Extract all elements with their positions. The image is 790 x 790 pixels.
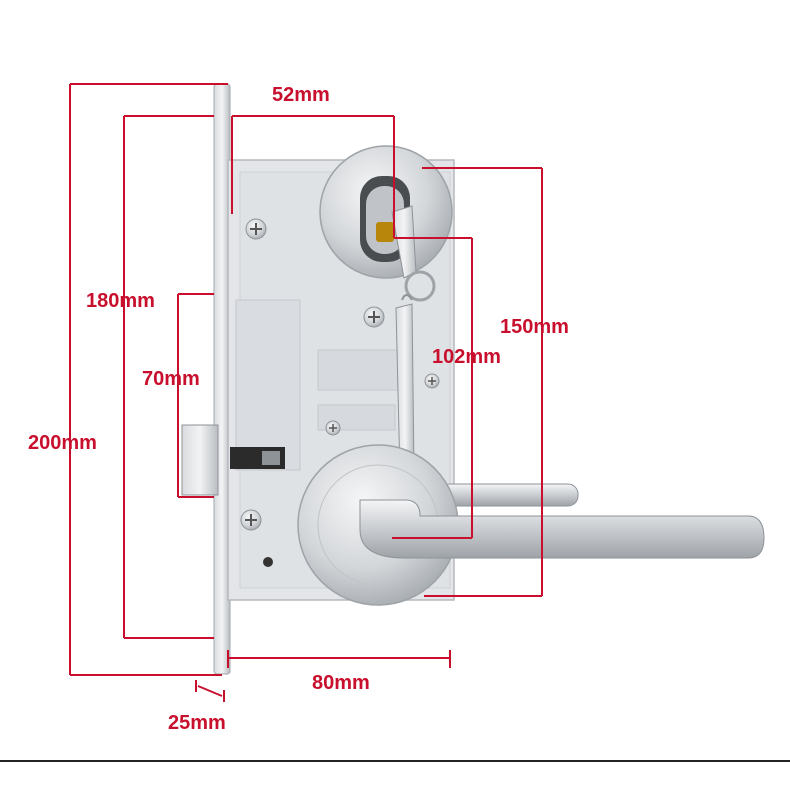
front-lever <box>359 499 765 559</box>
dimension-25 <box>195 680 225 702</box>
dimension-label-180: 180mm <box>86 290 155 312</box>
dimension-70 <box>177 293 214 498</box>
screw-icon <box>245 218 267 240</box>
dimension-label-200: 200mm <box>28 432 97 454</box>
screw-icon <box>424 373 440 389</box>
brass-insert <box>376 222 394 242</box>
deadbolt-pin <box>262 451 280 465</box>
dimension-label-102: 102mm <box>432 346 501 368</box>
dimension-label-25: 25mm <box>168 712 226 734</box>
screw-icon <box>363 306 385 328</box>
dimension-label-52: 52mm <box>272 84 330 106</box>
lock-body-emboss-2 <box>317 349 401 391</box>
back-lever <box>439 483 579 507</box>
bottom-divider <box>0 760 790 762</box>
dimension-180 <box>123 115 214 639</box>
dimension-52 <box>231 115 395 238</box>
lock-body-emboss <box>235 299 301 471</box>
dimension-102 <box>392 237 473 539</box>
screw-icon <box>325 420 341 436</box>
key-icon <box>391 205 436 475</box>
dimension-label-150: 150mm <box>500 316 569 338</box>
dimension-label-80: 80mm <box>312 672 370 694</box>
dimension-200 <box>69 83 228 676</box>
screw-icon <box>240 509 262 531</box>
screw-hole <box>263 557 273 567</box>
dimension-150 <box>422 167 543 597</box>
dimension-label-70: 70mm <box>142 368 200 390</box>
latch-bolt <box>181 424 219 496</box>
dimension-80 <box>227 650 451 668</box>
